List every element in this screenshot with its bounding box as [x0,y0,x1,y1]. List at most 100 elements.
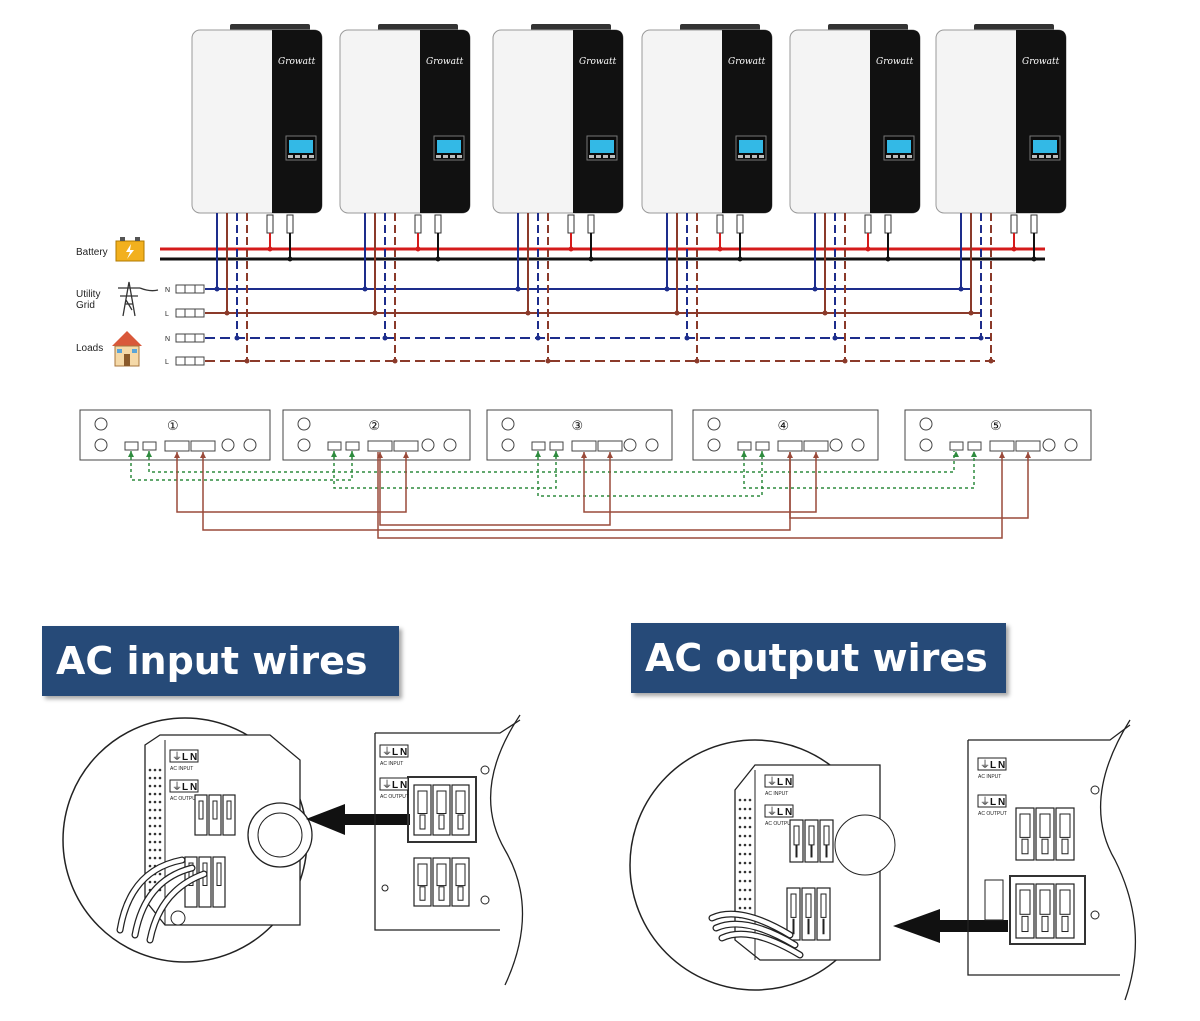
vent-hole [158,856,162,860]
parallel-board-5: ⑤ [904,409,1092,461]
lcd-button [893,155,898,158]
vent-hole [153,792,157,796]
junction-dot [525,310,531,316]
earth-l-n-label [764,774,794,788]
vent-hole [158,776,162,780]
brand-logo: Growatt [426,57,464,67]
unit-top-edge [375,719,521,734]
mount-hole [443,438,457,452]
breaker [414,214,422,234]
terminal-screw-slot [823,825,830,846]
screw-icon [480,765,490,775]
breaker [736,214,744,234]
sharing-cable-1 [130,451,353,481]
lcd-button [436,155,441,158]
battery-terminal [135,237,140,241]
l-label: L [990,760,996,771]
breaker [286,214,294,234]
earth-l-n-label [764,804,794,818]
arrow-head [331,451,337,457]
screw-icon [381,884,389,892]
unit-curve [490,714,524,986]
mount-hole [829,438,843,452]
vent-hole [738,906,742,910]
vent-hole [148,768,152,772]
parallel-board-3: ③ [486,409,673,461]
inverter-front-panel [1016,30,1066,213]
junction-dot [382,335,388,341]
terminal-block [175,356,205,366]
pole-lines [118,281,140,317]
vent-hole [158,808,162,812]
inverter-front-panel [573,30,623,213]
junction-dot [717,246,723,252]
lcd-screen [437,140,461,153]
vent-hole [738,816,742,820]
lcd-button [1032,155,1037,158]
vent-hole [158,832,162,836]
mount-hole [221,438,235,452]
vent-hole [743,906,747,910]
vent-hole [743,825,747,829]
board-number: ② [369,419,381,434]
terminal-block [175,284,205,294]
junction-dot [664,286,670,292]
lcd-button [288,155,293,158]
breaker [434,214,442,234]
parallel-board-1: ① [79,409,271,461]
db9-port [190,440,216,452]
vent-hole [158,800,162,804]
earth-l-n-label [977,757,1007,771]
terminal-screw-slot [216,862,222,886]
vent-hole [738,897,742,901]
vent-hole [748,897,752,901]
n-label: N [998,797,1005,808]
lcd-button [457,155,462,158]
lcd-button [443,155,448,158]
brand-logo: Growatt [1022,57,1060,67]
terminal-clamp [419,814,426,830]
junction-dot [1011,246,1017,252]
vent-hole [738,879,742,883]
terminal-screw-slot [790,893,797,918]
vent-hole [738,825,742,829]
vent-hole [158,840,162,844]
breaker [716,214,724,234]
terminal-clamp [1041,915,1049,933]
sharing-port [345,441,360,451]
terminal-clamp [1021,915,1029,933]
l-label: L [990,797,996,808]
arrow-head [553,451,559,457]
lcd-button [886,155,891,158]
lcd-button [302,155,307,158]
vent-hole [153,768,157,772]
unit-top-edge [968,724,1131,741]
earth-l-n-label [169,749,199,763]
breaker [567,214,575,234]
earth-symbol: ⏚ [980,759,990,771]
lcd-button [295,155,300,158]
mount-hole [707,417,721,431]
breaker [266,214,274,234]
ac-caption: AC INPUT [170,766,193,772]
mount-hole [297,438,311,452]
terminal-screw-slot [820,893,827,918]
vent-hole [743,888,747,892]
parallel-cable-3 [583,452,817,513]
vent-hole [738,888,742,892]
terminal-clamp [807,918,810,935]
vent-hole [148,880,152,884]
vent-hole [738,843,742,847]
junction-dot [988,358,994,364]
earth-symbol: ⏚ [172,751,182,763]
mount-hole [851,438,865,452]
terminal-letter: N [165,287,170,294]
mount-hole [919,438,933,452]
terminal-screw-slot [793,825,800,846]
terminal-clamp [419,886,426,901]
sharing-port [737,441,752,451]
vent-hole [148,792,152,796]
inverter-drops-3 [515,213,594,364]
